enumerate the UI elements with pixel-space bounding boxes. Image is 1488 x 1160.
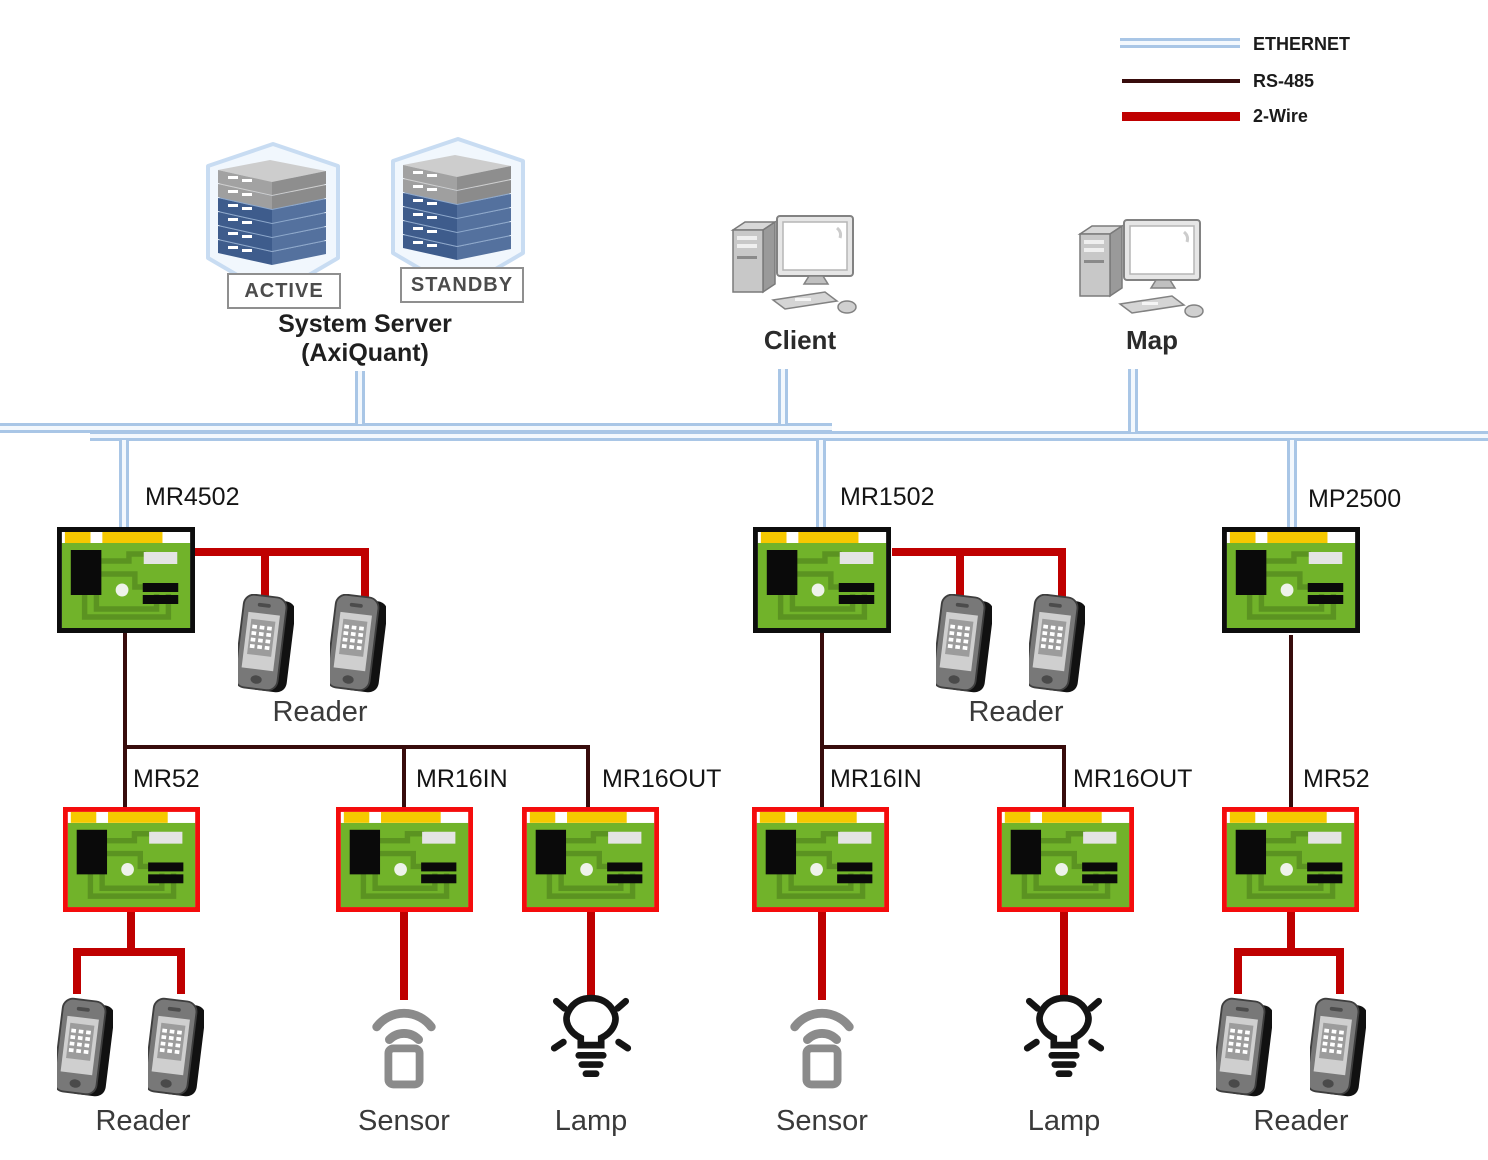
two-wire-mr1502-readers-h xyxy=(892,548,1066,556)
ethernet-drop-mr4502 xyxy=(119,440,129,527)
lamp-icon xyxy=(1021,992,1107,1086)
two-wire-mr52-right-stem xyxy=(1287,912,1295,956)
rs485-mr1502-down xyxy=(820,633,824,747)
mr16in-middle-label: MR16IN xyxy=(830,765,922,793)
circuit-board-mr16out-middle-icon xyxy=(997,807,1134,912)
lamp-icon xyxy=(548,992,634,1086)
mr52-left-label: MR52 xyxy=(133,765,200,793)
sensor-icon xyxy=(783,996,861,1090)
ethernet-drop-mp2500 xyxy=(1287,440,1297,527)
mr1502-label: MR1502 xyxy=(840,483,935,511)
reader-top-left-label: Reader xyxy=(272,696,368,728)
legend-rs485-line xyxy=(1122,79,1240,83)
two-wire-sensor-left-drop xyxy=(400,912,408,1000)
rs485-left-bus xyxy=(123,745,590,749)
ethernet-drop-mr1502 xyxy=(816,440,826,527)
ethernet-drop-map xyxy=(1128,369,1138,432)
rs485-middle-bus xyxy=(820,745,1066,749)
circuit-board-mr4502-icon xyxy=(57,527,195,633)
two-wire-mr52-right-t xyxy=(1234,948,1344,956)
mr52-right-label: MR52 xyxy=(1303,765,1370,793)
mr16out-left-label: MR16OUT xyxy=(602,765,722,793)
standby-badge: STANDBY xyxy=(400,267,524,303)
sensor-icon xyxy=(365,996,443,1090)
circuit-board-mr52-right-icon xyxy=(1222,807,1359,912)
two-wire-mr52-left-t xyxy=(73,948,185,956)
ethernet-bus-segment-2 xyxy=(90,431,1488,441)
server-stack-active-icon xyxy=(198,140,348,308)
reader-icon xyxy=(330,594,386,696)
circuit-board-mr16in-middle-icon xyxy=(752,807,889,912)
legend-two-wire-line xyxy=(1122,112,1240,121)
rs485-mp2500-to-mr52-right xyxy=(1289,635,1293,807)
circuit-board-mr1502-icon xyxy=(753,527,891,633)
two-wire-mr52-left-stem xyxy=(127,912,135,956)
sensor-left-label: Sensor xyxy=(358,1105,450,1137)
active-badge: ACTIVE xyxy=(227,273,341,309)
lamp-left-label: Lamp xyxy=(554,1105,628,1137)
circuit-board-mr16out-left-icon xyxy=(522,807,659,912)
rs485-to-mr52-left xyxy=(123,749,127,807)
legend-ethernet-line xyxy=(1120,38,1240,48)
legend-rs485-label: RS-485 xyxy=(1253,71,1315,91)
reader-top-middle-label: Reader xyxy=(968,696,1064,728)
mr16out-middle-label: MR16OUT xyxy=(1073,765,1193,793)
two-wire-mr52-right-arm2 xyxy=(1336,956,1344,994)
reader-bottom-right-label: Reader xyxy=(1253,1105,1349,1137)
two-wire-mr52-left-arm2 xyxy=(177,956,185,994)
two-wire-lamp-middle-drop xyxy=(1060,912,1068,997)
circuit-board-mr16in-left-icon xyxy=(336,807,473,912)
legend-two-wire-label: 2-Wire xyxy=(1253,106,1308,126)
ethernet-drop-client xyxy=(778,369,788,424)
mr4502-label: MR4502 xyxy=(145,483,240,511)
mp2500-label: MP2500 xyxy=(1308,485,1402,513)
map-label: Map xyxy=(1126,325,1178,355)
rs485-mr4502-down xyxy=(123,633,127,747)
sensor-middle-label: Sensor xyxy=(776,1105,868,1137)
circuit-board-mr52-left-icon xyxy=(63,807,200,912)
lamp-middle-label: Lamp xyxy=(1027,1105,1101,1137)
reader-icon xyxy=(936,594,992,696)
reader-bottom-left-label: Reader xyxy=(95,1105,191,1137)
rs485-to-mr16out-middle xyxy=(1062,745,1066,807)
system-server-title-line1: System Server xyxy=(278,310,452,338)
rs485-to-mr16in-left xyxy=(402,749,406,807)
reader-icon xyxy=(1310,997,1366,1101)
two-wire-mr52-left-arm1 xyxy=(73,956,81,994)
two-wire-mr1502-reader1-arm xyxy=(956,556,964,597)
client-label: Client xyxy=(763,325,837,355)
two-wire-lamp-left-drop xyxy=(587,912,595,997)
rs485-to-mr16out-left xyxy=(586,745,590,807)
two-wire-mr52-right-arm1 xyxy=(1234,956,1242,994)
reader-icon xyxy=(1029,594,1085,696)
two-wire-mr4502-reader1-arm xyxy=(261,556,269,597)
legend-ethernet-label: ETHERNET xyxy=(1253,34,1351,54)
rs485-to-mr16in-middle xyxy=(820,749,824,807)
system-server-title-line2: (AxiQuant) xyxy=(301,339,429,367)
server-stack-standby-icon xyxy=(383,135,533,303)
two-wire-sensor-middle-drop xyxy=(818,912,826,1000)
ethernet-drop-server xyxy=(355,371,365,424)
reader-icon xyxy=(148,997,204,1101)
reader-icon xyxy=(57,997,113,1101)
map-computer-icon xyxy=(1072,212,1222,327)
circuit-board-mp2500-icon xyxy=(1222,527,1360,633)
reader-icon xyxy=(1216,997,1272,1101)
reader-icon xyxy=(238,594,294,696)
mr16in-left-label: MR16IN xyxy=(416,765,508,793)
two-wire-mr4502-reader2-arm xyxy=(361,548,369,597)
client-computer-icon xyxy=(725,208,875,323)
two-wire-mr4502-readers-h xyxy=(195,548,369,556)
two-wire-mr1502-reader2-arm xyxy=(1058,548,1066,597)
